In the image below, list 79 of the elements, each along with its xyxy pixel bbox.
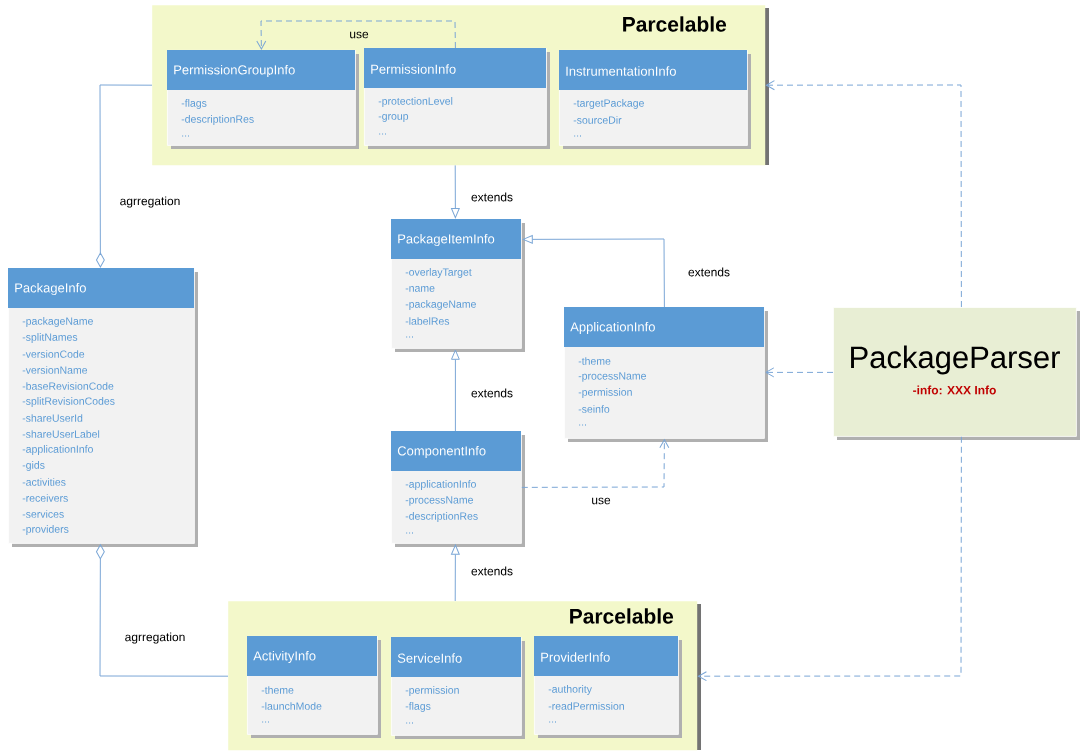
- attribute-text: -shareUserLabel: [22, 430, 100, 438]
- attribute-text: -receivers: [22, 494, 68, 502]
- attribute-text: -group: [378, 114, 409, 122]
- arrow: [451, 544, 460, 602]
- attribute-text: -applicationInfo: [22, 445, 93, 455]
- attribute-text: -seinfo: [578, 405, 610, 413]
- edge-label: agrregation: [125, 632, 185, 644]
- attribute-text: -sourceDir: [573, 116, 622, 124]
- attribute-text: -descriptionRes: [405, 512, 478, 522]
- group-title: Parcelable: [570, 608, 674, 624]
- class-name: ServiceInfo: [397, 653, 462, 663]
- class-name: InstrumentationInfo: [566, 66, 676, 76]
- attribute-text: -flags: [181, 99, 207, 109]
- edge-label: use: [592, 497, 611, 505]
- attribute-text: -applicationInfo: [405, 480, 476, 490]
- attribute-text: -descriptionRes: [181, 115, 254, 125]
- attribute-text: -readPermission: [548, 702, 624, 710]
- attribute-text: -packageName: [405, 300, 476, 310]
- attribute-text: ...: [262, 721, 269, 723]
- attribute-text: ...: [406, 722, 413, 724]
- attribute-text: -services: [22, 510, 64, 518]
- attribute-text: ...: [549, 721, 556, 723]
- attribute-text: -labelRes: [405, 317, 450, 325]
- attribute-text: -theme: [261, 686, 294, 694]
- class-name: PackageItemInfo: [398, 233, 495, 247]
- attribute-text: -theme: [578, 357, 611, 365]
- class-name: ProviderInfo: [541, 652, 610, 662]
- edge-label: extends: [688, 267, 730, 277]
- attribute-text: -overlayTarget: [405, 268, 472, 278]
- attribute-text: -authority: [548, 685, 592, 695]
- attribute-text: ...: [406, 532, 413, 534]
- edge-label: extends: [471, 388, 513, 398]
- edge-label: extends: [471, 566, 513, 576]
- edge-label: agrregation: [120, 196, 180, 208]
- aggregation-connector: [95, 544, 229, 677]
- arrow: [522, 235, 665, 308]
- arrow: [765, 80, 962, 308]
- class-name: PermissionGroupInfo: [174, 64, 295, 78]
- class-name: PackageInfo: [15, 282, 86, 296]
- edge-label: extends: [471, 192, 513, 202]
- attribute-text: -splitRevisionCodes: [22, 397, 115, 407]
- attribute-text: -processName: [405, 496, 473, 506]
- arrow: [256, 20, 456, 50]
- attribute-text: -activities: [22, 478, 66, 486]
- attribute-text: -versionName: [22, 366, 88, 374]
- attribute-text: -permission: [578, 388, 632, 398]
- attribute-text: -shareUserId: [22, 414, 83, 422]
- class-name: PackageParser: [851, 345, 1060, 375]
- attribute-text: -processName: [578, 372, 646, 382]
- aggregation-connector: [95, 84, 153, 268]
- arrow: [451, 349, 460, 432]
- group-title: Parcelable: [623, 16, 727, 32]
- class-name: ActivityInfo: [253, 650, 316, 664]
- attribute-text: -baseRevisionCode: [22, 382, 114, 390]
- attribute-text: -flags: [405, 702, 431, 712]
- attribute-text: -packageName: [22, 317, 93, 327]
- attribute-text: -versionCode: [22, 350, 85, 358]
- edge-label: use: [350, 31, 369, 39]
- attribute-text: ...: [579, 424, 586, 426]
- attribute-text: -splitNames: [22, 333, 78, 343]
- arrow: [697, 436, 962, 682]
- class-name: PermissionInfo: [371, 64, 456, 74]
- class-name: ApplicationInfo: [570, 321, 655, 335]
- attribute-text: -protectionLevel: [378, 97, 453, 107]
- attribute-text: -permission: [405, 686, 459, 696]
- attribute-text: ...: [574, 135, 581, 137]
- arrow: [451, 164, 460, 219]
- attribute-text: -name: [405, 286, 435, 292]
- arrow: [521, 439, 670, 488]
- attribute-text: -info: XXX Info: [913, 385, 996, 395]
- attribute-text: -gids: [22, 461, 45, 471]
- class-name: ComponentInfo: [397, 445, 486, 459]
- attribute-text: -providers: [22, 525, 69, 535]
- attribute-text: ...: [182, 135, 189, 137]
- arrow: [765, 367, 834, 378]
- attribute-text: -launchMode: [261, 702, 322, 710]
- attribute-text: ...: [379, 133, 386, 135]
- attribute-text: -targetPackage: [573, 99, 644, 109]
- attribute-text: ...: [406, 336, 413, 338]
